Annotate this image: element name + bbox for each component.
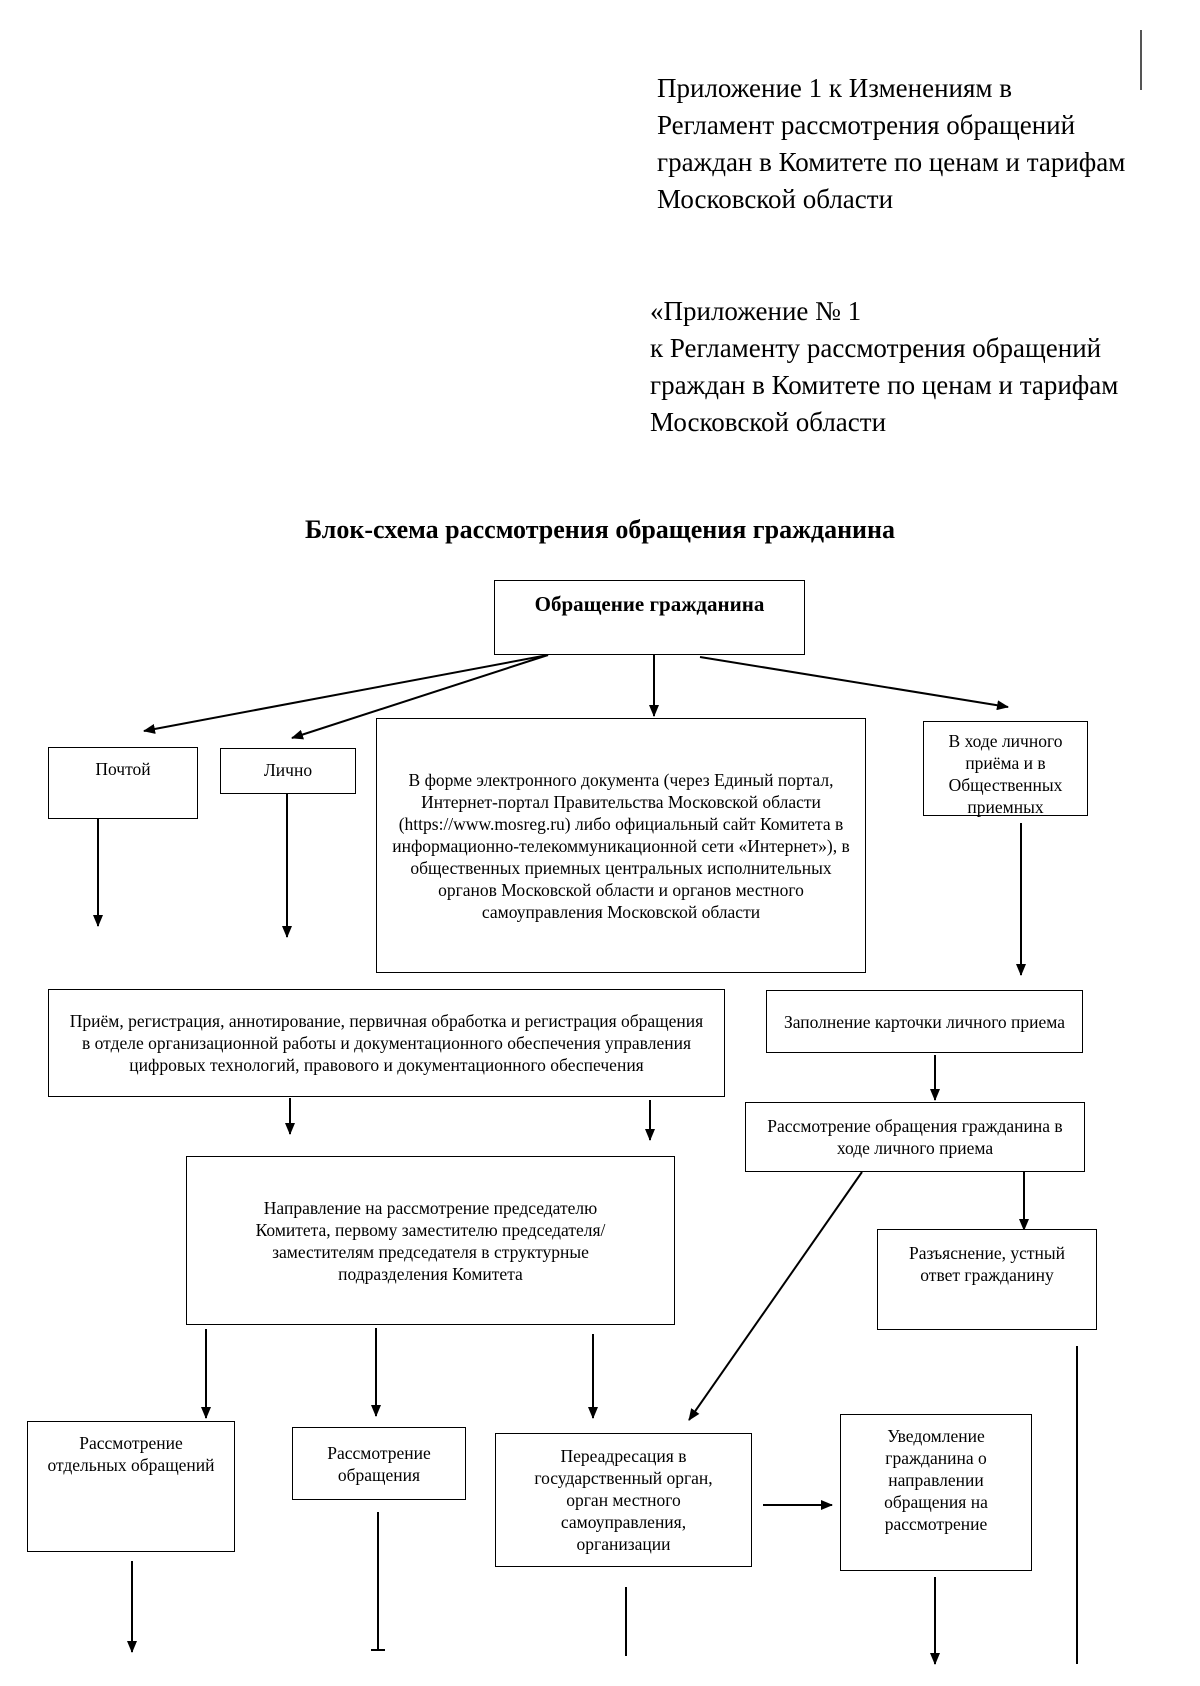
citizen-appeal-box: Обращение гражданина: [494, 580, 805, 655]
registration-label: Приём, регистрация, аннотирование, перви…: [69, 1011, 704, 1075]
review-individual-label: Рассмотрение отдельных обращений: [47, 1433, 215, 1475]
registration-box: Приём, регистрация, аннотирование, перви…: [48, 989, 725, 1097]
electronic-document-box: В форме электронного документа (через Ед…: [376, 718, 866, 973]
direction-box: Направление на рассмотрение председателю…: [186, 1156, 675, 1325]
regulation-appendix-header: «Приложение № 1 к Регламенту рассмотрени…: [650, 293, 1118, 441]
in-person-box: Лично: [220, 748, 356, 794]
appendix-header-line: Московской области: [657, 184, 894, 214]
arrow-review-to-readdress: [688, 1171, 863, 1421]
review-personal-label: Рассмотрение обращения гражданина в ходе…: [767, 1116, 1063, 1158]
regulation-header-line: Московской области: [650, 407, 887, 437]
citizen-appeal-label: Обращение гражданина: [534, 592, 765, 616]
explanation-box: Разъяснение, устный ответ гражданину: [877, 1229, 1097, 1330]
regulation-header-line: «Приложение № 1: [650, 296, 862, 326]
by-mail-label: Почтой: [95, 759, 151, 779]
appendix-header: Приложение 1 к Изменениям в Регламент ра…: [657, 70, 1125, 218]
scan-edge-line: [1140, 30, 1142, 90]
direction-label: Направление на рассмотрение председателю…: [255, 1197, 606, 1284]
notification-box: Уведомление гражданина о направлении обр…: [840, 1414, 1032, 1571]
electronic-document-label: В форме электронного документа (через Ед…: [392, 769, 850, 922]
in-person-label: Лично: [263, 760, 313, 780]
arrow-to-mail: [143, 654, 549, 734]
regulation-header-line: граждан в Комитете по ценам и тарифам: [650, 370, 1119, 400]
notification-label: Уведомление гражданина о направлении обр…: [884, 1426, 988, 1534]
review-appeal-box: Рассмотрение обращения: [292, 1427, 466, 1500]
explanation-label: Разъяснение, устный ответ гражданину: [908, 1243, 1065, 1285]
reception-card-label: Заполнение карточки личного приема: [783, 1011, 1066, 1032]
flowchart-title: Блок-схема рассмотрения обращения гражда…: [304, 515, 896, 544]
appendix-header-line: Регламент рассмотрения обращений: [657, 110, 1076, 140]
appendix-header-line: Приложение 1 к Изменениям в: [657, 73, 1012, 103]
readdress-label: Переадресация в государственный орган, о…: [534, 1446, 713, 1554]
review-personal-box: Рассмотрение обращения гражданина в ходе…: [745, 1102, 1085, 1172]
readdress-box: Переадресация в государственный орган, о…: [495, 1433, 752, 1567]
appendix-header-line: граждан в Комитете по ценам и тарифам: [657, 147, 1126, 177]
review-appeal-label: Рассмотрение обращения: [327, 1442, 431, 1485]
personal-reception-box: В ходе личного приёма и в Общественных п…: [923, 721, 1088, 817]
review-individual-box: Рассмотрение отдельных обращений: [27, 1421, 235, 1552]
regulation-header-line: к Регламенту рассмотрения обращений: [650, 333, 1102, 363]
arrow-to-in-person: [291, 654, 549, 740]
reception-card-box: Заполнение карточки личного приема: [766, 990, 1083, 1053]
by-mail-box: Почтой: [48, 747, 198, 819]
arrow-to-personal-reception: [699, 656, 1009, 711]
personal-reception-label: В ходе личного приёма и в Общественных п…: [948, 731, 1063, 817]
